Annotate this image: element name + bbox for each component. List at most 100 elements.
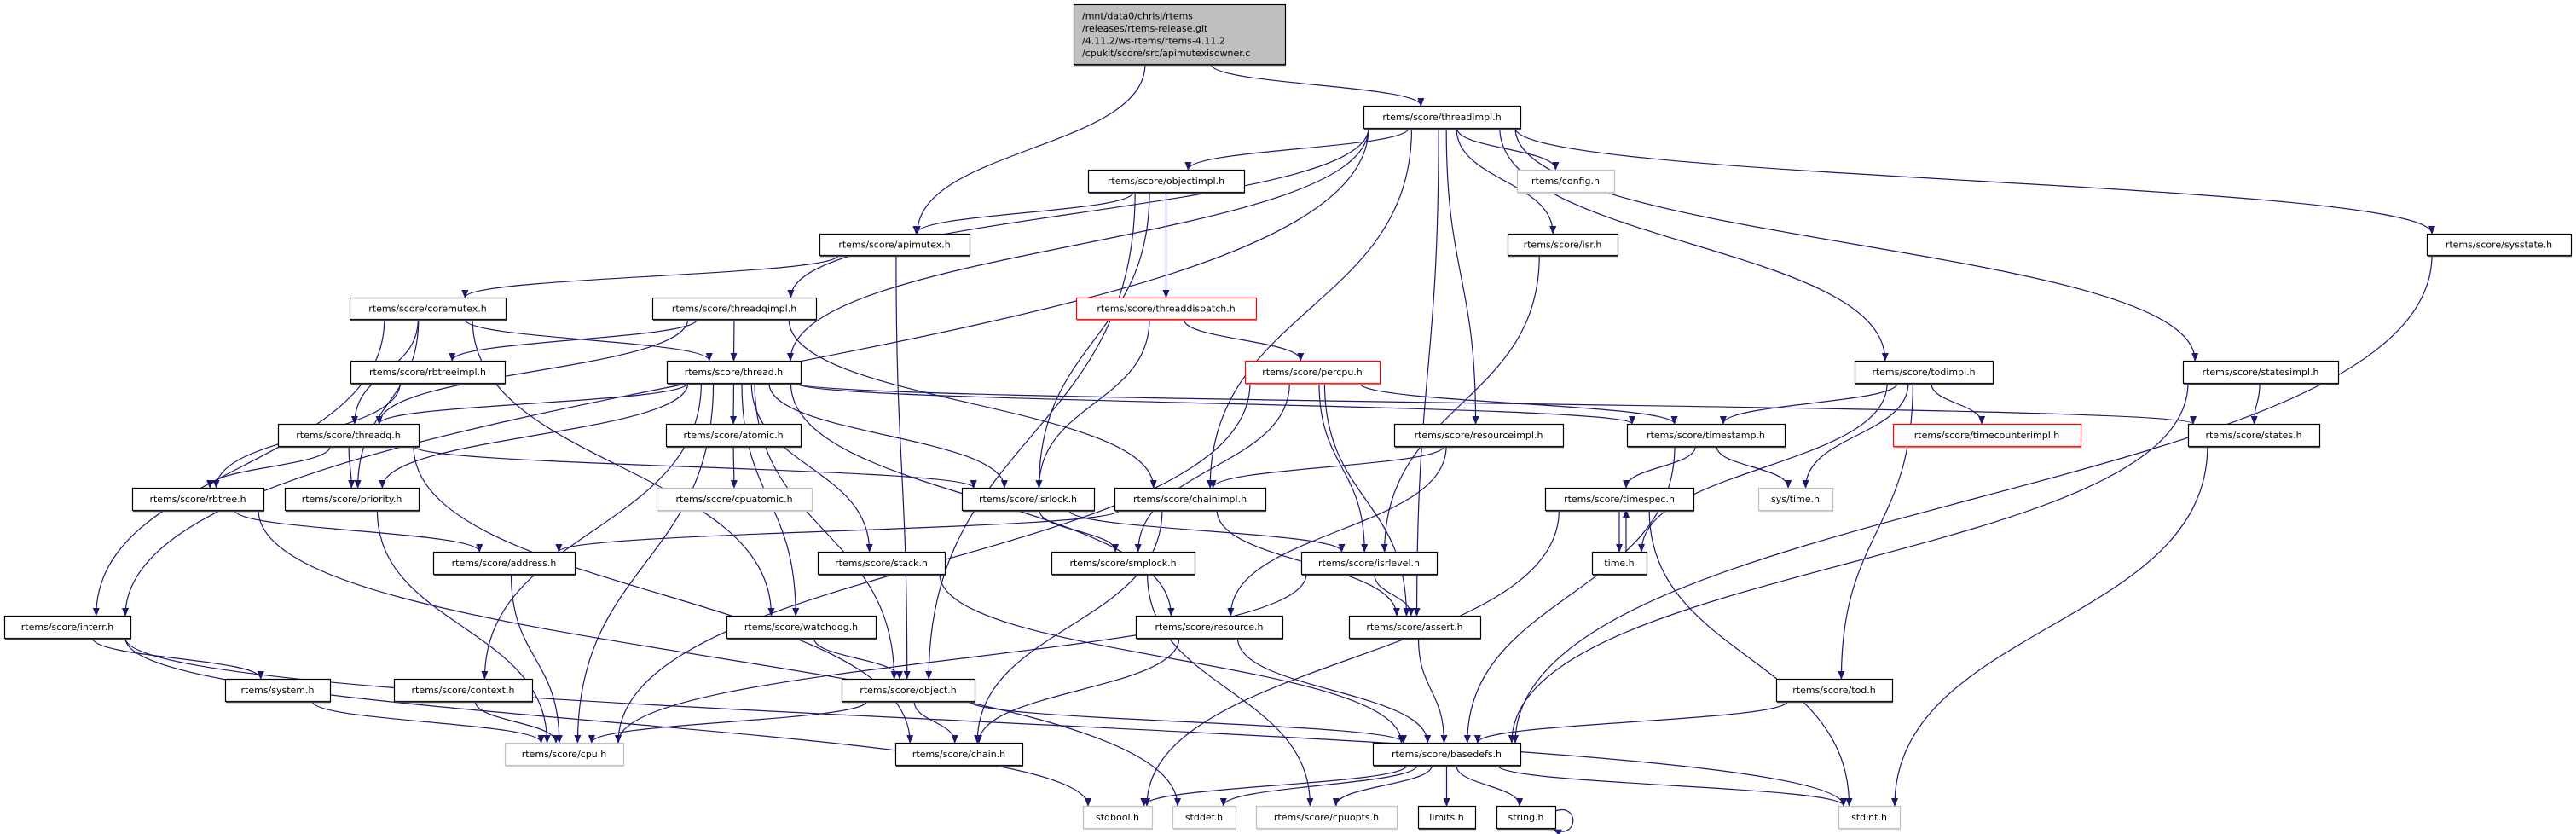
node-sysstate[interactable]: rtems/score/sysstate.h: [2426, 233, 2573, 258]
node-box: [1507, 233, 1619, 257]
edge-timespec-to-stdint: [1648, 509, 1853, 807]
node-label: rtems/score/rbtree.h: [149, 494, 246, 505]
node-label: rtems/score/threadimpl.h: [1382, 112, 1501, 123]
node-stack[interactable]: rtems/score/stack.h: [817, 551, 946, 576]
node-label: rtems/score/context.h: [412, 685, 515, 696]
edge-percpu-to-timestamp: [1358, 382, 1678, 425]
node-smplock[interactable]: rtems/score/smplock.h: [1051, 551, 1196, 576]
node-objectimpl[interactable]: rtems/score/objectimpl.h: [1087, 169, 1246, 194]
node-string[interactable]: string.h: [1496, 805, 1557, 831]
edge-timestamp-to-timespec: [1623, 445, 1696, 489]
edge-atomic-to-cpuatomic: [730, 445, 738, 489]
node-box: [1892, 423, 2082, 448]
node-atomic[interactable]: rtems/score/atomic.h: [665, 423, 802, 449]
edge-thread-to-threadq: [375, 382, 688, 425]
node-root[interactable]: /mnt/data0/chrisj/rtems/releases/rtems-r…: [1073, 3, 1287, 67]
edge-resourceimpl-to-resource: [1227, 445, 1447, 617]
edge-system-to-cpu: [311, 700, 545, 744]
node-box: [1082, 805, 1154, 830]
node-label: rtems/score/basedefs.h: [1392, 749, 1502, 760]
node-systime: sys/time.h: [1757, 487, 1834, 513]
node-label-line: /releases/rtems-release.git: [1082, 23, 1208, 34]
node-chain[interactable]: rtems/score/chain.h: [894, 742, 1024, 767]
node-box: [1775, 678, 1894, 703]
edge-thread-to-cpu: [574, 382, 715, 744]
node-cpuatomic: rtems/score/cpuatomic.h: [656, 487, 813, 513]
node-box: [1135, 615, 1284, 640]
node-address[interactable]: rtems/score/address.h: [432, 551, 576, 576]
node-chainimpl[interactable]: rtems/score/chainimpl.h: [1114, 487, 1267, 513]
edge-root-to-threadimpl: [1210, 63, 1425, 107]
node-box: [1544, 487, 1695, 512]
node-apimutex[interactable]: rtems/score/apimutex.h: [819, 233, 971, 258]
node-assert[interactable]: rtems/score/assert.h: [1348, 615, 1482, 640]
node-context[interactable]: rtems/score/context.h: [393, 678, 534, 704]
node-label: rtems/score/address.h: [452, 558, 557, 569]
node-label: sys/time.h: [1771, 494, 1820, 505]
node-statesimpl[interactable]: rtems/score/statesimpl.h: [2182, 360, 2340, 385]
edge-basedefs-to-string: [1456, 764, 1524, 807]
node-label: stdbool.h: [1096, 812, 1139, 823]
node-box: [1300, 551, 1439, 576]
node-label: stdint.h: [1851, 812, 1887, 823]
node-isrlevel[interactable]: rtems/score/isrlevel.h: [1300, 551, 1439, 576]
node-resource[interactable]: rtems/score/resource.h: [1135, 615, 1284, 640]
node-system[interactable]: rtems/system.h: [224, 678, 332, 704]
edge-thread-to-timestamp: [795, 382, 1635, 425]
node-threaddispatch[interactable]: rtems/score/threaddispatch.h: [1075, 297, 1258, 321]
node-box: [1372, 742, 1522, 767]
node-label: rtems/score/threadq.h: [296, 430, 401, 441]
edge-todimpl-to-systime: [1802, 382, 1909, 489]
node-label: rtems/score/cpuopts.h: [1274, 812, 1379, 823]
node-box: [726, 615, 877, 640]
node-basedefs[interactable]: rtems/score/basedefs.h: [1372, 742, 1522, 767]
edge-thread-to-isrlock: [768, 382, 1008, 489]
node-percpu[interactable]: rtems/score/percpu.h: [1244, 360, 1381, 385]
edge-basedefs-to-cpuopts: [1332, 764, 1433, 807]
node-threadq[interactable]: rtems/score/threadq.h: [277, 423, 420, 449]
node-label: rtems/score/watchdog.h: [744, 622, 858, 633]
node-resourceimpl[interactable]: rtems/score/resourceimpl.h: [1393, 423, 1565, 449]
node-timestamp[interactable]: rtems/score/timestamp.h: [1626, 423, 1786, 449]
node-box: [817, 551, 946, 576]
edge-chainimpl-to-chain: [974, 509, 1163, 744]
edge-isrlock-to-smplock: [1039, 509, 1120, 553]
node-priority[interactable]: rtems/score/priority.h: [284, 487, 420, 513]
node-box: [651, 297, 818, 321]
edge-threadimpl-to-isr: [1456, 127, 1557, 235]
edge-string-to-string: [1553, 808, 1574, 834]
edge-todimpl-to-timecounterimpl: [1931, 382, 1986, 425]
node-object[interactable]: rtems/score/object.h: [841, 678, 976, 704]
node-threadqimpl[interactable]: rtems/score/threadqimpl.h: [651, 297, 818, 321]
edge-states-to-stdint: [1891, 445, 2208, 807]
node-rbtree[interactable]: rtems/score/rbtree.h: [131, 487, 265, 513]
node-label: rtems/score/apimutex.h: [838, 240, 950, 251]
node-stddef: stddef.h: [1172, 805, 1237, 831]
node-isrlock[interactable]: rtems/score/isrlock.h: [961, 487, 1096, 513]
node-timespec[interactable]: rtems/score/timespec.h: [1544, 487, 1695, 513]
node-threadimpl[interactable]: rtems/score/threadimpl.h: [1363, 105, 1522, 130]
node-label: rtems/score/cpuatomic.h: [675, 494, 792, 505]
node-thread[interactable]: rtems/score/thread.h: [666, 360, 802, 385]
edge-threadimpl-to-config: [1456, 127, 1560, 171]
node-tod[interactable]: rtems/score/tod.h: [1775, 678, 1894, 704]
node-isr[interactable]: rtems/score/isr.h: [1507, 233, 1619, 258]
node-todimpl[interactable]: rtems/score/todimpl.h: [1854, 360, 1994, 385]
node-box: [1516, 169, 1616, 194]
node-box: [1417, 805, 1477, 830]
node-interr[interactable]: rtems/score/interr.h: [3, 615, 132, 640]
node-watchdog[interactable]: rtems/score/watchdog.h: [726, 615, 877, 640]
edge-thread-to-priority: [379, 382, 689, 489]
node-rbtreeimpl[interactable]: rtems/score/rbtreeimpl.h: [350, 360, 507, 385]
node-coremutex[interactable]: rtems/score/coremutex.h: [349, 297, 507, 321]
edge-thread-to-stack: [750, 382, 873, 553]
node-timecounterimpl[interactable]: rtems/score/timecounterimpl.h: [1892, 423, 2082, 449]
node-label: rtems/score/sysstate.h: [2446, 240, 2552, 251]
node-states[interactable]: rtems/score/states.h: [2187, 423, 2321, 449]
node-time[interactable]: time.h: [1591, 551, 1648, 576]
node-box: [1051, 551, 1196, 576]
edge-objectimpl-to-isrlock: [1035, 191, 1150, 489]
node-limits[interactable]: limits.h: [1417, 805, 1477, 831]
node-box: [665, 423, 802, 448]
